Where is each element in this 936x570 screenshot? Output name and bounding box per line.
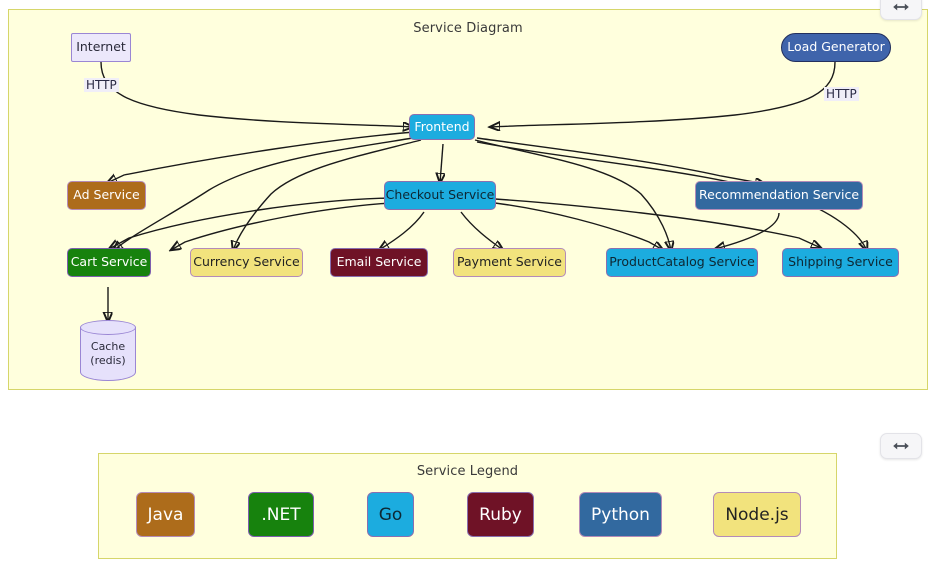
legend-chip-python[interactable]: Python xyxy=(579,492,662,537)
legend-chip-ruby[interactable]: Ruby xyxy=(467,492,534,537)
node-currency-service[interactable]: Currency Service xyxy=(190,248,303,277)
service-diagram-panel: Service Diagram xyxy=(8,9,928,390)
node-checkout-service[interactable]: Checkout Service xyxy=(384,181,496,210)
legend-chip-go[interactable]: Go xyxy=(367,492,414,537)
legend-title: Service Legend xyxy=(416,464,519,479)
node-internet[interactable]: Internet xyxy=(71,33,131,62)
horizontal-resize-icon xyxy=(892,439,910,453)
legend-chip-java[interactable]: Java xyxy=(136,492,195,537)
cylinder-body xyxy=(80,327,136,381)
resize-legend-button[interactable] xyxy=(880,433,922,459)
node-email-service[interactable]: Email Service xyxy=(330,248,428,277)
cache-label-line1: Cache xyxy=(90,340,126,353)
edge-label-loadgen-http: HTTP xyxy=(824,87,859,101)
node-cache-redis[interactable]: Cache (redis) xyxy=(80,320,136,388)
legend-chip-nodejs[interactable]: Node.js xyxy=(713,492,801,537)
edge-label-internet-http: HTTP xyxy=(84,78,119,92)
resize-diagram-button[interactable] xyxy=(880,0,922,20)
node-recommendation-service[interactable]: Recommendation Service xyxy=(695,181,863,210)
diagram-title: Service Diagram xyxy=(413,21,523,36)
cylinder-top xyxy=(80,320,136,335)
node-payment-service[interactable]: Payment Service xyxy=(453,248,566,277)
cache-label: Cache (redis) xyxy=(80,340,136,368)
node-load-generator[interactable]: Load Generator xyxy=(781,33,891,62)
node-productcatalog-service[interactable]: ProductCatalog Service xyxy=(606,248,758,277)
service-legend-panel: Service Legend Java .NET Go Ruby Python … xyxy=(98,453,837,559)
node-shipping-service[interactable]: Shipping Service xyxy=(782,248,899,277)
node-frontend[interactable]: Frontend xyxy=(409,114,475,140)
horizontal-resize-icon xyxy=(892,0,910,14)
cache-label-line2: (redis) xyxy=(90,353,126,367)
node-cart-service[interactable]: Cart Service xyxy=(67,248,151,277)
node-ad-service[interactable]: Ad Service xyxy=(67,181,146,210)
legend-chip-dotnet[interactable]: .NET xyxy=(248,492,314,537)
